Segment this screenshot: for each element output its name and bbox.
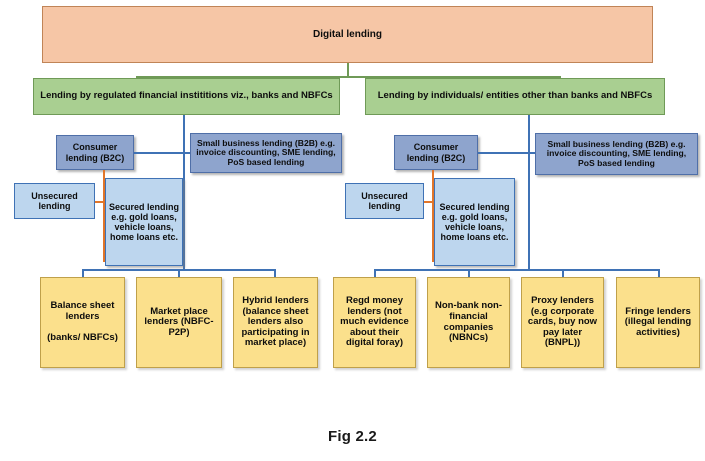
connector-right-leaf-3 (562, 269, 564, 278)
node-non-bank-non-financial-companies[interactable]: Non-bank non-financial companies (NBNCs) (427, 277, 510, 368)
node-market-place-lenders[interactable]: Market place lenders (NBFC-P2P) (136, 277, 222, 368)
node-lending-by-individuals[interactable]: Lending by individuals/ entities other t… (365, 78, 665, 115)
node-left-unsecured-lending[interactable]: Unsecured lending (14, 183, 95, 219)
node-hybrid-lenders[interactable]: Hybrid lenders (balance sheet lenders al… (233, 277, 318, 368)
node-right-unsecured-lending[interactable]: Unsecured lending (345, 183, 424, 219)
connector-left-orange-vertical (103, 170, 105, 261)
connector-right-leaf-4 (658, 269, 660, 278)
node-regd-money-lenders[interactable]: Regd money lenders (not much evidence ab… (333, 277, 416, 368)
connector-right-leaf-horizontal (374, 269, 660, 271)
node-right-consumer-lending-b2c[interactable]: Consumer lending (B2C) (394, 135, 478, 170)
connector-left-leaf-1 (82, 269, 84, 278)
connector-left-leaf-3 (274, 269, 276, 278)
connector-right-orange-vertical (432, 170, 434, 261)
connector-right-leaf-2 (468, 269, 470, 278)
connector-left-leaf-2 (178, 269, 180, 278)
node-digital-lending[interactable]: Digital lending (42, 6, 653, 63)
connector-left-consumer-to-spine (134, 152, 190, 154)
figure-caption: Fig 2.2 (328, 428, 377, 445)
node-balance-sheet-lenders[interactable]: Balance sheet lenders (banks/ NBFCs) (40, 277, 125, 368)
node-right-small-business-lending-b2b[interactable]: Small business lending (B2B) e.g. invoic… (535, 133, 698, 175)
connector-left-orange-to-unsecured (95, 201, 105, 203)
node-right-secured-lending[interactable]: Secured lending e.g. gold loans, vehicle… (434, 178, 515, 266)
node-proxy-lenders[interactable]: Proxy lenders (e.g corporate cards, buy … (521, 277, 604, 368)
connector-root-horizontal (136, 76, 561, 78)
connector-left-spine (183, 115, 185, 270)
connector-right-consumer-to-spine (478, 152, 535, 154)
connector-root-stem (347, 63, 349, 77)
node-fringe-lenders[interactable]: Fringe lenders (illegal lending activiti… (616, 277, 700, 368)
node-left-consumer-lending-b2c[interactable]: Consumer lending (B2C) (56, 135, 134, 170)
connector-right-spine (528, 115, 530, 270)
node-left-secured-lending[interactable]: Secured lending e.g. gold loans, vehicle… (105, 178, 183, 266)
node-lending-by-regulated-institutions[interactable]: Lending by regulated financial instititi… (33, 78, 340, 115)
connector-right-leaf-1 (374, 269, 376, 278)
node-left-small-business-lending-b2b[interactable]: Small business lending (B2B) e.g. invoic… (190, 133, 342, 173)
connector-right-orange-to-unsecured (424, 201, 434, 203)
